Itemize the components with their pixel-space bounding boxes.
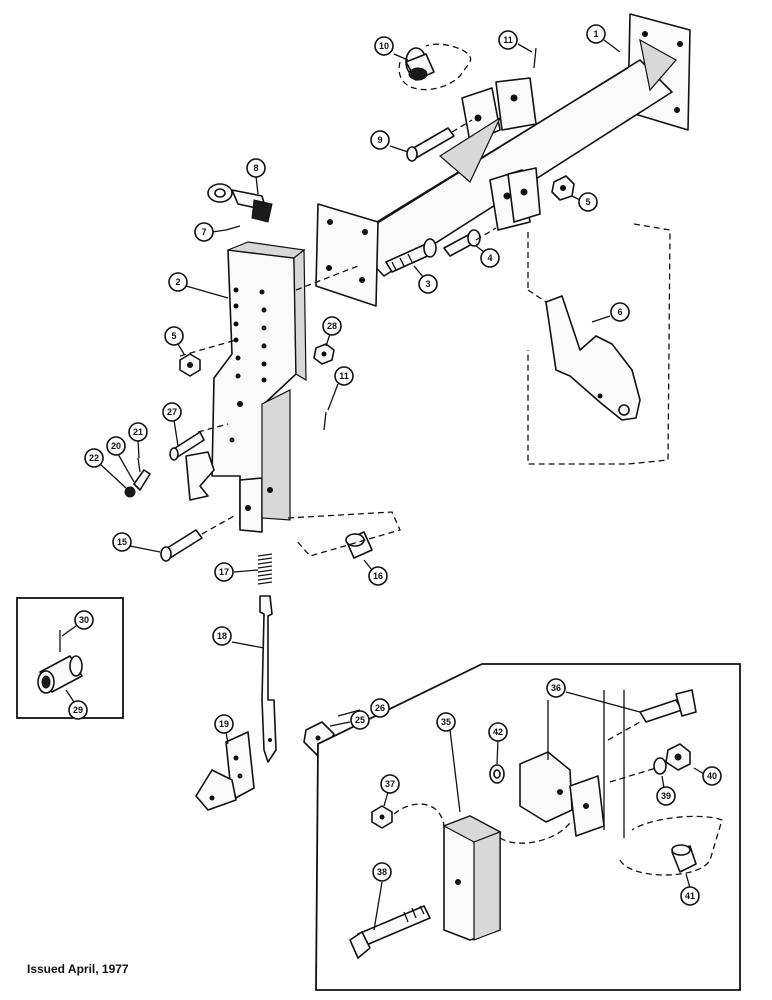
callout-21: 21 <box>128 422 148 459</box>
callout-40: 40 <box>693 766 722 786</box>
svg-text:5: 5 <box>585 197 590 207</box>
svg-text:17: 17 <box>219 567 229 577</box>
pin-part-11-top <box>533 47 537 69</box>
svg-text:1: 1 <box>593 29 598 39</box>
inset-box-parts-35-42 <box>315 663 741 991</box>
pin-part-7 <box>225 225 241 231</box>
callout-11-top: 11 <box>498 30 533 53</box>
svg-text:5: 5 <box>171 331 176 341</box>
hitch-arm-part-2 <box>185 241 307 533</box>
bracket-part-19 <box>195 731 255 811</box>
callout-4: 4 <box>475 245 500 268</box>
svg-text:4: 4 <box>487 253 492 263</box>
callout-8: 8 <box>246 158 266 195</box>
svg-text:11: 11 <box>339 371 349 381</box>
pin-part-9 <box>406 127 455 162</box>
callout-19: 19 <box>214 714 234 745</box>
callout-25: 25 <box>329 710 370 730</box>
callout-27: 27 <box>162 402 182 447</box>
svg-text:29: 29 <box>73 705 83 715</box>
pin-part-11-mid <box>323 411 327 431</box>
nut-part-5-left <box>179 353 201 377</box>
callout-38: 38 <box>372 862 392 931</box>
svg-text:37: 37 <box>385 779 395 789</box>
callout-3: 3 <box>413 265 438 294</box>
svg-text:18: 18 <box>217 631 227 641</box>
callout-39: 39 <box>656 775 676 806</box>
svg-text:22: 22 <box>89 453 99 463</box>
callout-1: 1 <box>586 24 621 53</box>
callout-5-left: 5 <box>164 326 185 355</box>
callout-30: 30 <box>61 610 94 637</box>
svg-text:25: 25 <box>355 715 365 725</box>
svg-text:27: 27 <box>167 407 177 417</box>
cross-tube-part-1 <box>315 13 691 307</box>
svg-text:42: 42 <box>493 727 503 737</box>
svg-text:21: 21 <box>133 427 143 437</box>
svg-text:26: 26 <box>375 703 385 713</box>
svg-text:41: 41 <box>685 891 695 901</box>
callout-10: 10 <box>374 36 409 61</box>
bolt-part-27 <box>169 431 205 461</box>
pin-part-21 <box>133 457 151 491</box>
pin-part-15 <box>160 529 203 562</box>
washer-part-22 <box>124 486 136 498</box>
plate-part-6 <box>545 295 641 421</box>
latch-part-8 <box>207 183 273 223</box>
svg-text:39: 39 <box>661 791 671 801</box>
spring-part-17 <box>257 553 273 585</box>
svg-text:11: 11 <box>503 35 513 45</box>
svg-text:8: 8 <box>253 163 258 173</box>
callout-9: 9 <box>370 130 409 153</box>
callout-7: 7 <box>194 222 227 242</box>
svg-text:9: 9 <box>377 135 382 145</box>
callout-36: 36 <box>546 678 641 713</box>
callout-17: 17 <box>214 562 259 582</box>
nut-part-28 <box>313 343 335 365</box>
callout-18: 18 <box>212 626 265 649</box>
svg-text:7: 7 <box>201 227 206 237</box>
svg-text:3: 3 <box>425 279 430 289</box>
svg-text:40: 40 <box>707 771 717 781</box>
callout-16: 16 <box>363 559 388 586</box>
callout-41: 41 <box>680 873 700 906</box>
callout-5-top: 5 <box>571 192 598 212</box>
callout-6: 6 <box>591 302 630 323</box>
bushing-part-16 <box>345 531 373 559</box>
svg-text:6: 6 <box>617 307 622 317</box>
bushing-part-10 <box>405 47 435 81</box>
bolt-part-3 <box>385 238 437 273</box>
issued-date-footer: Issued April, 1977 <box>27 962 129 976</box>
rod-part-18 <box>259 595 277 763</box>
nut-part-5-top <box>551 175 575 201</box>
svg-text:19: 19 <box>219 719 229 729</box>
bolt-part-4 <box>443 229 481 257</box>
svg-text:30: 30 <box>79 615 89 625</box>
callout-37: 37 <box>380 774 400 807</box>
svg-text:35: 35 <box>441 717 451 727</box>
callout-20: 20 <box>106 436 135 483</box>
svg-text:2: 2 <box>175 277 180 287</box>
svg-text:10: 10 <box>379 41 389 51</box>
svg-text:28: 28 <box>327 321 337 331</box>
callout-11-mid: 11 <box>327 366 354 411</box>
dashed-frame-part-6 <box>527 223 671 465</box>
svg-text:15: 15 <box>117 537 127 547</box>
svg-text:20: 20 <box>111 441 121 451</box>
inset-box-parts-29-30 <box>16 597 124 719</box>
svg-text:36: 36 <box>551 683 561 693</box>
callout-15: 15 <box>112 532 161 553</box>
svg-text:16: 16 <box>373 571 383 581</box>
callout-29: 29 <box>65 689 88 720</box>
callout-22: 22 <box>84 448 127 489</box>
callout-42: 42 <box>488 722 508 765</box>
callout-2: 2 <box>168 272 229 299</box>
callout-28: 28 <box>322 316 342 347</box>
svg-text:38: 38 <box>377 867 387 877</box>
callout-35: 35 <box>436 712 461 813</box>
